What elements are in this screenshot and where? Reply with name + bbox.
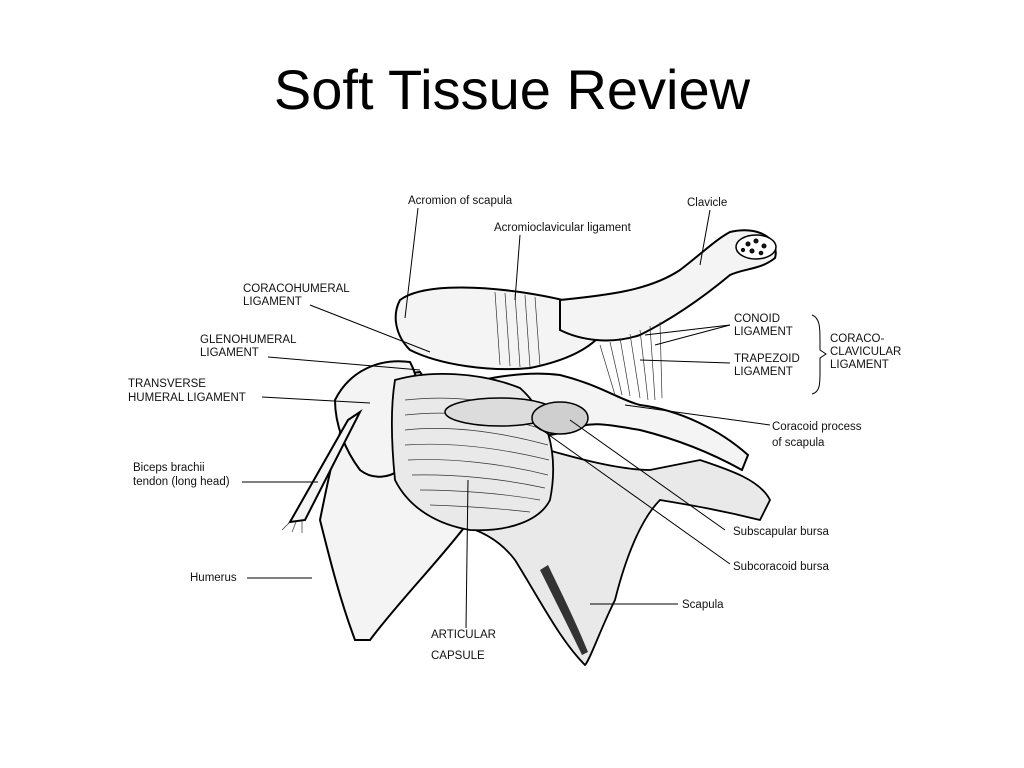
label-scapula: Scapula (682, 599, 724, 611)
biceps-fibers (281, 521, 303, 533)
clavicle-marrow (740, 238, 767, 256)
scapula-neck-shadow (540, 565, 588, 655)
label-glenohumeral-line2: LIGAMENT (200, 347, 259, 359)
subcoracoid-bursa-shape (531, 401, 589, 435)
label-conoid-line1: CONOID (734, 313, 780, 325)
coracoclavicular-fibers (599, 321, 663, 401)
label-conoid-line2: LIGAMENT (734, 326, 793, 338)
label-biceps-line2: tendon (long head) (133, 476, 230, 488)
label-trapezoid-line1: TRAPEZOID (734, 353, 800, 365)
label-coracoclavicular-line1: CORACO- (830, 333, 884, 345)
clavicle-end (735, 234, 777, 260)
label-coracoid-line2: of scapula (772, 437, 825, 449)
label-coracoclavicular-line2: CLAVICULAR (830, 346, 901, 358)
clavicle-shape (559, 229, 777, 342)
label-trapezoid-line2: LIGAMENT (734, 366, 793, 378)
label-coracohumeral-line2: LIGAMENT (243, 296, 302, 308)
diagram-labels: Acromion of scapula Clavicle Acromioclav… (128, 195, 901, 662)
ac-ligament-hatching (494, 291, 541, 368)
label-humerus: Humerus (190, 572, 237, 584)
label-capsule-line1: ARTICULAR (431, 629, 496, 641)
label-transverse-line2: HUMERAL LIGAMENT (128, 392, 246, 404)
label-coracohumeral-line1: CORACOHUMERAL (243, 283, 350, 295)
label-ac-ligament: Acromioclavicular ligament (494, 222, 632, 234)
label-glenohumeral-line1: GLENOHUMERAL (200, 334, 297, 346)
acromion-shape (394, 286, 612, 371)
label-subscapular-bursa: Subscapular bursa (733, 526, 829, 538)
label-transverse-line1: TRANSVERSE (128, 378, 206, 390)
label-subcoracoid-bursa: Subcoracoid bursa (733, 561, 829, 573)
slide-title: Soft Tissue Review (273, 58, 751, 121)
label-biceps-line1: Biceps brachii (133, 462, 205, 474)
label-acromion: Acromion of scapula (408, 195, 513, 207)
label-coracoclavicular-line3: LIGAMENT (830, 359, 889, 371)
label-clavicle: Clavicle (687, 197, 727, 209)
leader-lines (242, 207, 827, 629)
shoulder-illustration (281, 229, 777, 667)
label-capsule-line2: CAPSULE (431, 650, 485, 662)
biceps-tendon-shape (288, 409, 363, 524)
label-coracoid-line1: Coracoid process (772, 421, 862, 433)
